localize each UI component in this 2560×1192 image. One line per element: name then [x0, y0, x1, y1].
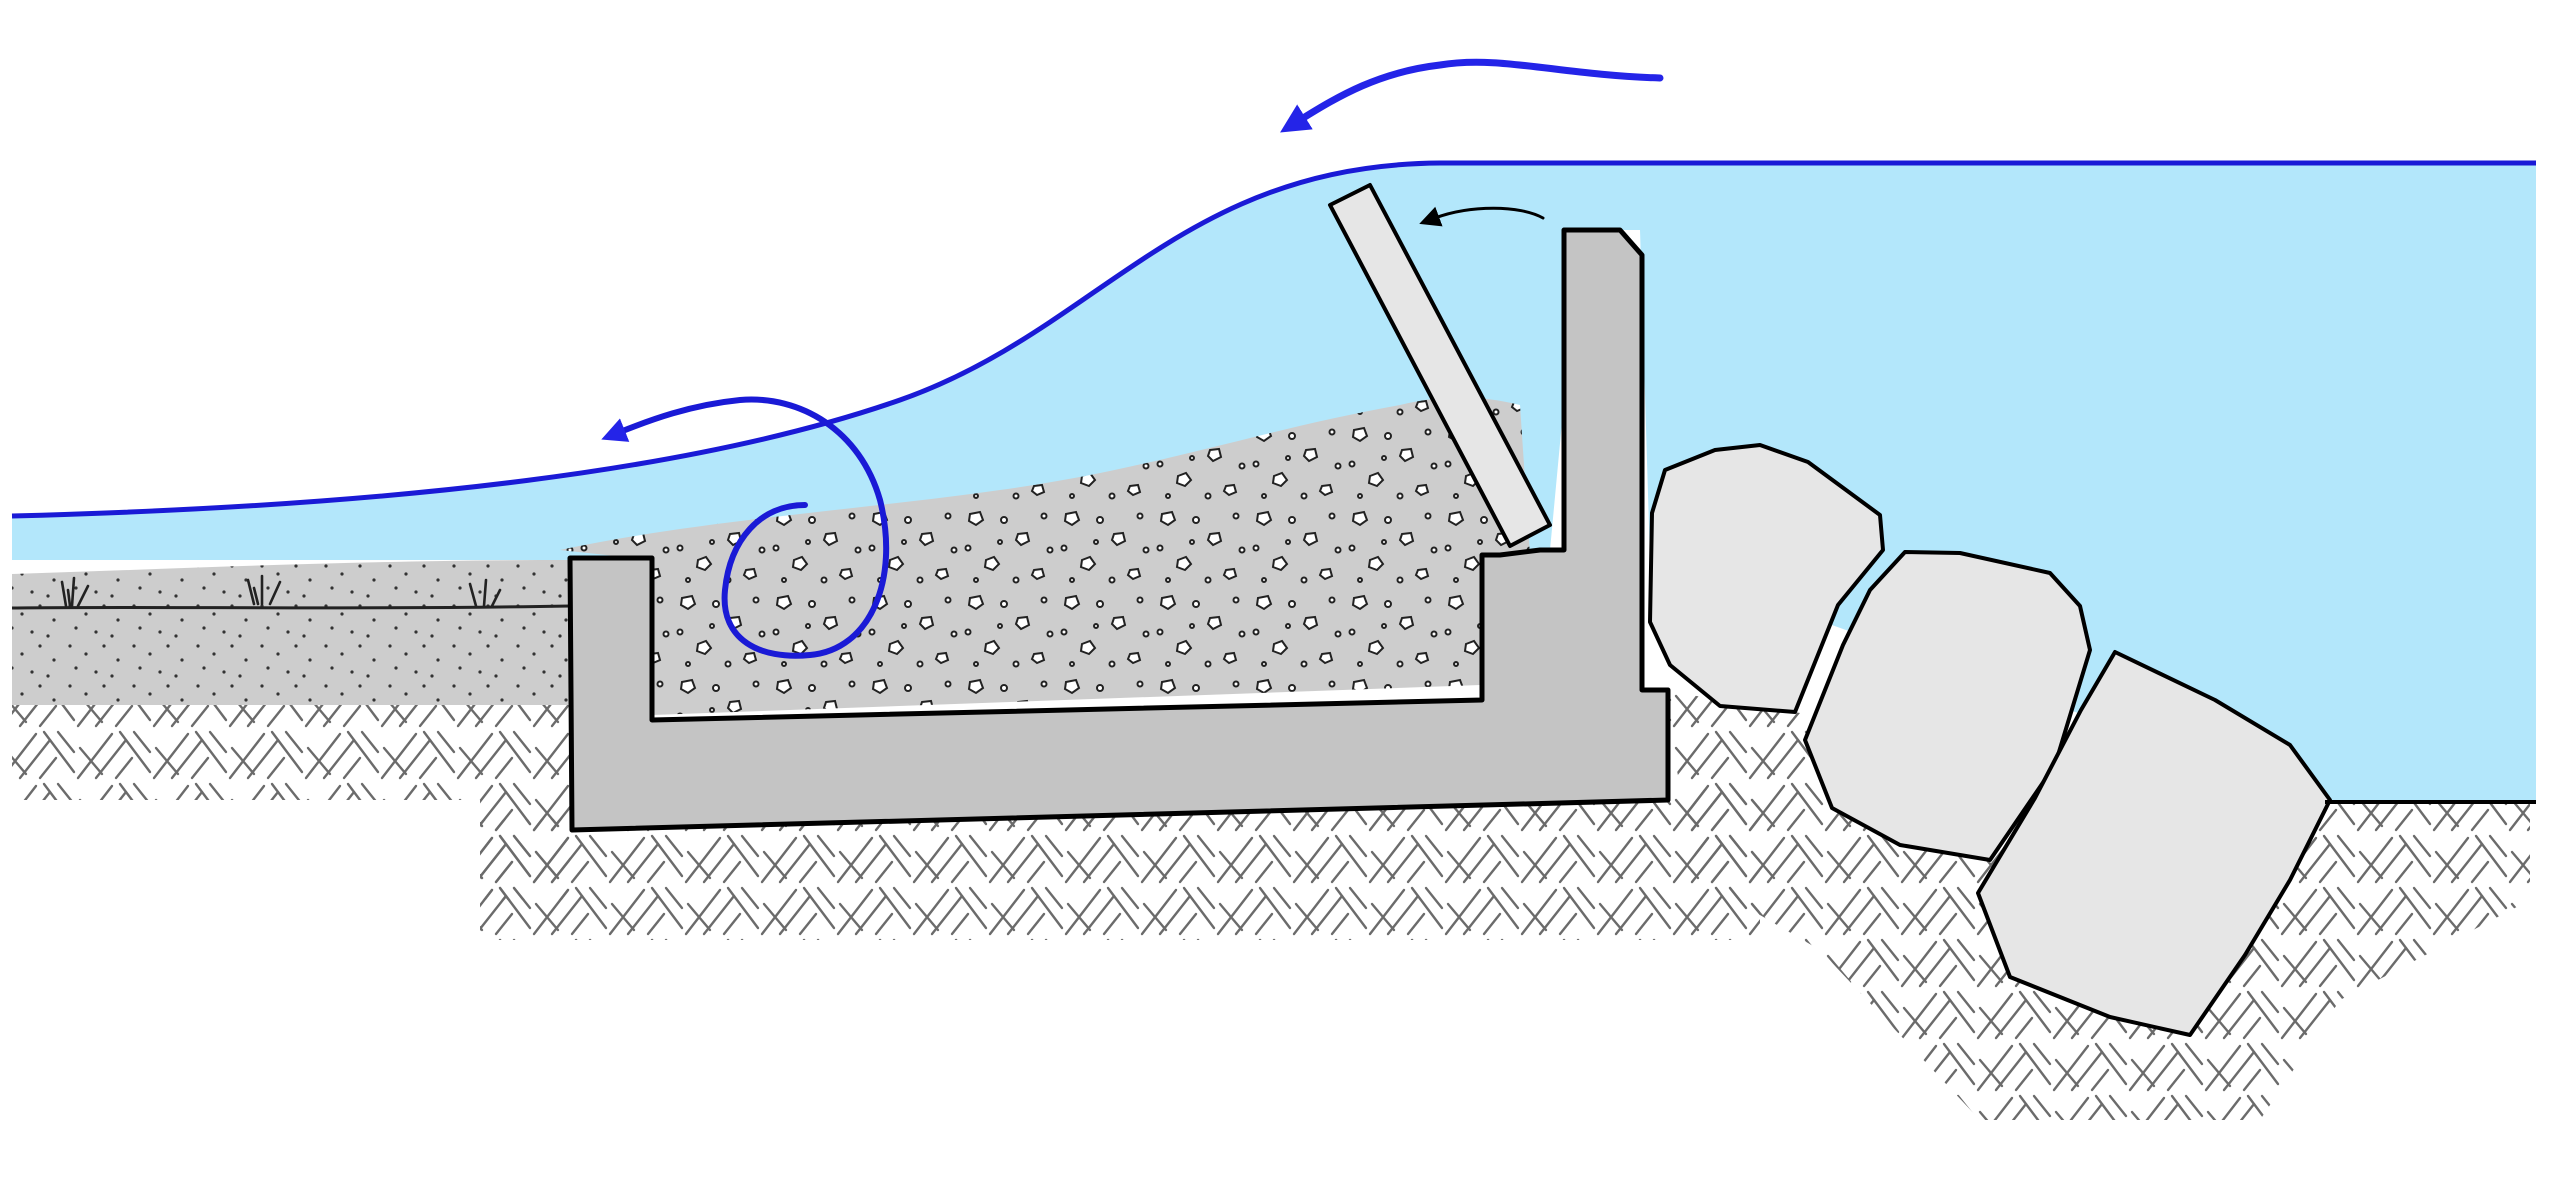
- riprap-rocks: [1648, 443, 2332, 1037]
- soil-hatch-left: [12, 705, 570, 900]
- weir-concrete-structure: [567, 227, 1671, 833]
- grass-tuft-icon: [60, 576, 90, 608]
- tilting-gate-panel: [1328, 183, 1552, 548]
- eddy-swirl-icon: [601, 396, 890, 659]
- water-surface-line: [11, 160, 2536, 519]
- basin-sediment: [560, 397, 1530, 715]
- grass-tuft-icon: [468, 578, 502, 608]
- rock-upper: [1648, 443, 1885, 714]
- rock-middle: [1803, 550, 2092, 862]
- rock-lower: [1976, 650, 2332, 1037]
- bank-sediment-left: [12, 560, 570, 705]
- bank-ground-line: [11, 604, 571, 610]
- flow-arrow-icon: [1280, 58, 1664, 133]
- grass-tuft-icon: [246, 574, 282, 606]
- gate-swing-arrow-icon: [1419, 206, 1545, 227]
- grass-tufts: [60, 574, 502, 608]
